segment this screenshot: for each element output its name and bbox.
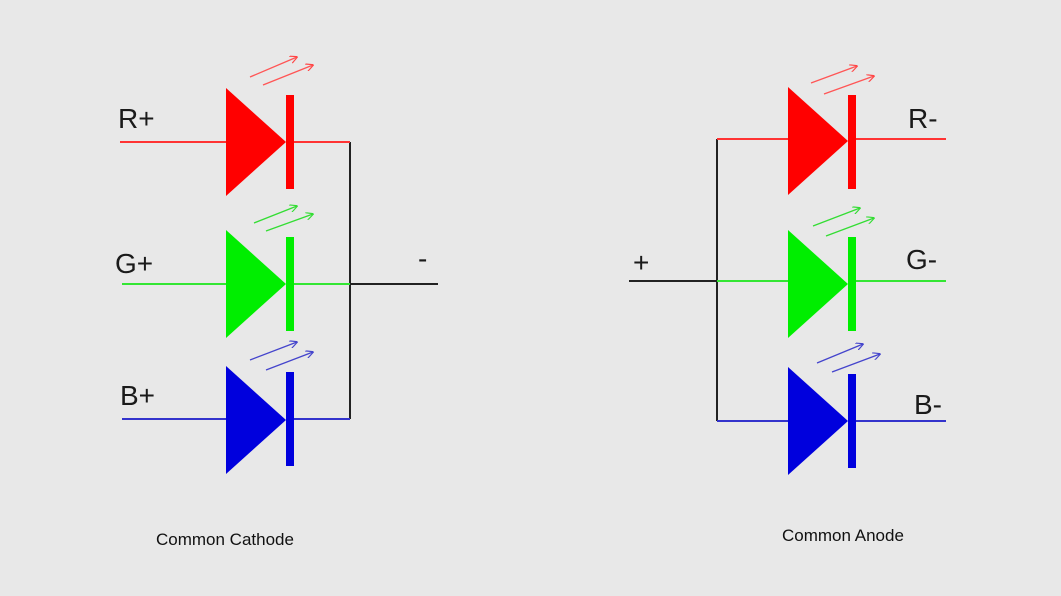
diode-triangle (788, 230, 848, 338)
diode-triangle (788, 87, 848, 195)
common-anode-circuit: + R- G- B- (629, 66, 946, 545)
diode-bar (848, 237, 856, 331)
cathode-pin-label-red: R+ (118, 103, 155, 134)
diode-triangle (226, 366, 286, 474)
common-cathode-caption: Common Cathode (156, 530, 294, 549)
diode-triangle (788, 367, 848, 475)
diode-triangle (226, 88, 286, 196)
cathode-led-green: G+ (115, 206, 350, 338)
anode-led-blue: B- (717, 344, 946, 475)
diode-triangle (226, 230, 286, 338)
anode-led-red: R- (717, 66, 946, 195)
common-cathode-circuit: - R+ G+ B+ (115, 57, 438, 549)
cathode-led-red: R+ (118, 57, 350, 196)
anode-common-label: + (633, 247, 649, 278)
cathode-pin-label-blue: B+ (120, 380, 155, 411)
diode-bar (848, 374, 856, 468)
anode-pin-label-red: R- (908, 103, 938, 134)
diode-bar (286, 372, 294, 466)
anode-led-green: G- (717, 208, 946, 338)
diode-bar (286, 95, 294, 189)
cathode-led-blue: B+ (120, 342, 350, 474)
cathode-common-label: - (418, 243, 427, 274)
diode-bar (848, 95, 856, 189)
cathode-pin-label-green: G+ (115, 248, 153, 279)
anode-pin-label-blue: B- (914, 389, 942, 420)
diode-bar (286, 237, 294, 331)
common-anode-caption: Common Anode (782, 526, 904, 545)
anode-pin-label-green: G- (906, 244, 937, 275)
